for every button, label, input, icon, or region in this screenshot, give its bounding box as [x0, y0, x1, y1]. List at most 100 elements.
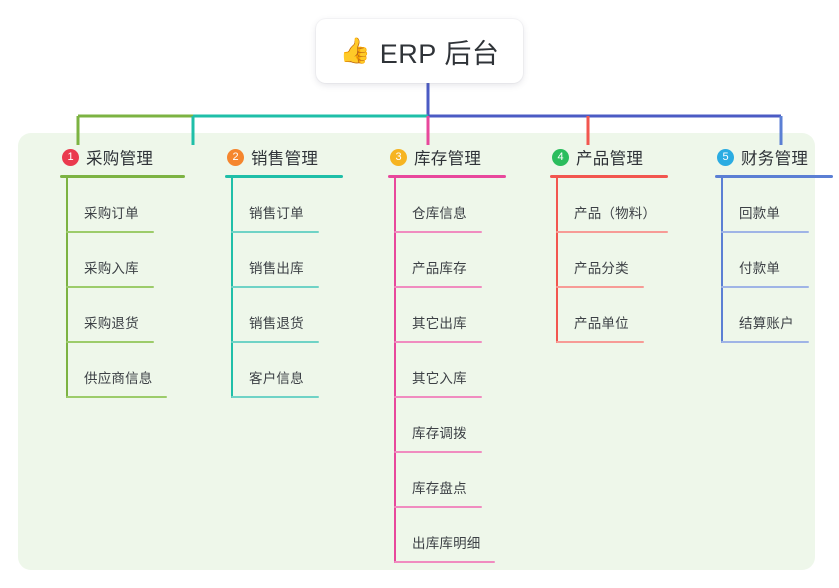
branches-panel — [18, 133, 815, 570]
item-rule — [394, 286, 482, 288]
branch-rule-3 — [388, 175, 506, 178]
item-label: 采购订单 — [84, 206, 139, 221]
item-label: 其它入库 — [412, 371, 467, 386]
item-label: 销售退货 — [249, 316, 304, 331]
branch-title-2: 销售管理 — [251, 150, 319, 168]
item-rule — [394, 561, 495, 563]
branch-spine-2 — [231, 178, 233, 398]
item-label: 采购入库 — [84, 261, 139, 276]
branch-column-2[interactable]: 2 销售管理 销售订单 销售出库 销售退货 客户信息 — [205, 145, 355, 398]
list-item[interactable]: 客户信息 — [231, 343, 355, 398]
item-label: 库存盘点 — [412, 481, 467, 496]
item-label: 库存调拨 — [412, 426, 467, 441]
list-item[interactable]: 库存盘点 — [394, 453, 518, 508]
branch-header-4[interactable]: 4 产品管理 — [530, 145, 690, 169]
branch-items-5: 回款单 付款单 结算账户 — [721, 178, 839, 343]
item-rule — [394, 341, 482, 343]
branch-spine-1 — [66, 178, 68, 398]
branch-header-5[interactable]: 5 财务管理 — [695, 145, 839, 169]
list-item[interactable]: 产品库存 — [394, 233, 518, 288]
list-item[interactable]: 回款单 — [721, 178, 839, 233]
branch-badge-3: 3 — [390, 148, 407, 166]
branch-column-5[interactable]: 5 财务管理 回款单 付款单 结算账户 — [695, 145, 839, 343]
branch-column-4[interactable]: 4 产品管理 产品（物料） 产品分类 产品单位 — [530, 145, 690, 343]
branch-rule-4 — [550, 175, 668, 178]
branch-spine-4 — [556, 178, 558, 343]
item-rule — [721, 231, 809, 233]
list-item[interactable]: 采购入库 — [66, 233, 190, 288]
list-item[interactable]: 销售订单 — [231, 178, 355, 233]
item-label: 仓库信息 — [412, 206, 467, 221]
item-rule — [721, 341, 809, 343]
item-label: 销售出库 — [249, 261, 304, 276]
branch-title-3: 库存管理 — [414, 150, 482, 168]
item-label: 产品（物料） — [574, 206, 657, 221]
branch-title-4: 产品管理 — [576, 150, 644, 168]
branch-header-2[interactable]: 2 销售管理 — [205, 145, 355, 169]
item-label: 结算账户 — [739, 316, 794, 331]
branch-title-5: 财务管理 — [741, 150, 809, 168]
item-rule — [66, 231, 154, 233]
item-label: 供应商信息 — [84, 371, 153, 386]
branch-badge-2: 2 — [227, 148, 244, 166]
branch-badge-1: 1 — [62, 148, 79, 166]
root-node-content: 👍 ERP 后台 — [340, 32, 500, 71]
root-node[interactable]: 👍 ERP 后台 — [316, 19, 523, 83]
branch-rule-5 — [715, 175, 833, 178]
item-label: 其它出库 — [412, 316, 467, 331]
thumbs-up-icon: 👍 — [339, 36, 371, 65]
item-label: 客户信息 — [249, 371, 304, 386]
page-title: ERP 后台 — [379, 38, 500, 69]
branch-items-3: 仓库信息 产品库存 其它出库 其它入库 库存调拨 库存盘点 — [394, 178, 518, 563]
branch-rule-2 — [225, 175, 343, 178]
item-rule — [556, 286, 644, 288]
list-item[interactable]: 销售退货 — [231, 288, 355, 343]
branch-badge-5: 5 — [717, 148, 734, 166]
list-item[interactable]: 出库库明细 — [394, 508, 518, 563]
item-label: 产品库存 — [412, 261, 467, 276]
item-rule — [231, 286, 319, 288]
branch-title-1: 采购管理 — [86, 150, 154, 168]
list-item[interactable]: 产品（物料） — [556, 178, 690, 233]
branch-column-1[interactable]: 1 采购管理 采购订单 采购入库 采购退货 供应商信息 — [40, 145, 190, 398]
list-item[interactable]: 产品单位 — [556, 288, 690, 343]
list-item[interactable]: 采购订单 — [66, 178, 190, 233]
item-rule — [394, 506, 482, 508]
item-rule — [231, 396, 319, 398]
list-item[interactable]: 结算账户 — [721, 288, 839, 343]
list-item[interactable]: 其它出库 — [394, 288, 518, 343]
list-item[interactable]: 销售出库 — [231, 233, 355, 288]
item-rule — [556, 341, 644, 343]
item-rule — [66, 286, 154, 288]
item-label: 出库库明细 — [412, 536, 481, 551]
branch-items-4: 产品（物料） 产品分类 产品单位 — [556, 178, 690, 343]
item-label: 付款单 — [739, 261, 781, 276]
item-label: 回款单 — [739, 206, 781, 221]
list-item[interactable]: 库存调拨 — [394, 398, 518, 453]
item-label: 销售订单 — [249, 206, 304, 221]
branch-items-2: 销售订单 销售出库 销售退货 客户信息 — [231, 178, 355, 398]
item-rule — [231, 231, 319, 233]
list-item[interactable]: 付款单 — [721, 233, 839, 288]
item-label: 产品分类 — [574, 261, 629, 276]
list-item[interactable]: 其它入库 — [394, 343, 518, 398]
branch-spine-5 — [721, 178, 723, 343]
branch-spine-3 — [394, 178, 396, 563]
branch-header-1[interactable]: 1 采购管理 — [40, 145, 190, 169]
list-item[interactable]: 仓库信息 — [394, 178, 518, 233]
branch-badge-4: 4 — [552, 148, 569, 166]
item-rule — [556, 231, 668, 233]
item-rule — [231, 341, 319, 343]
item-rule — [66, 396, 167, 398]
item-rule — [66, 341, 154, 343]
item-label: 产品单位 — [574, 316, 629, 331]
list-item[interactable]: 产品分类 — [556, 233, 690, 288]
list-item[interactable]: 供应商信息 — [66, 343, 190, 398]
item-rule — [394, 231, 482, 233]
branch-header-3[interactable]: 3 库存管理 — [368, 145, 518, 169]
item-rule — [721, 286, 809, 288]
branch-column-3[interactable]: 3 库存管理 仓库信息 产品库存 其它出库 其它入库 库存调拨 — [368, 145, 518, 563]
list-item[interactable]: 采购退货 — [66, 288, 190, 343]
